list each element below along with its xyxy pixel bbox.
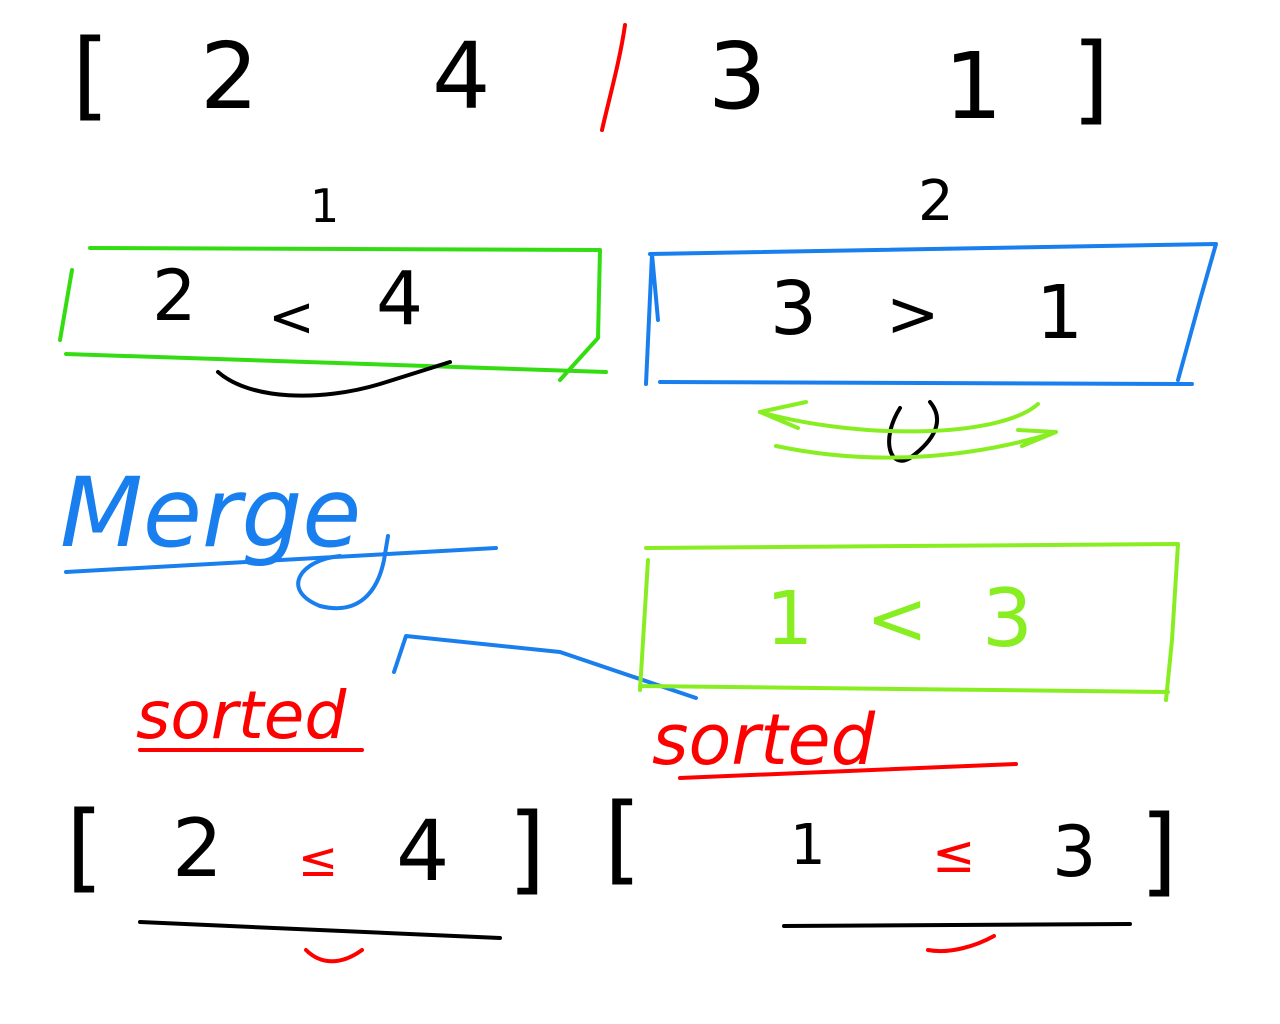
swap-arrows bbox=[758, 400, 1058, 460]
result-value: 1 bbox=[790, 813, 826, 878]
result-value: 2 bbox=[172, 802, 223, 895]
compare-operator: < bbox=[866, 576, 928, 662]
step-label-right: 2 bbox=[918, 169, 954, 234]
result-left-bracket: [ bbox=[604, 783, 641, 895]
result-right-bracket: ] bbox=[508, 793, 545, 905]
top-array-value: 3 bbox=[708, 23, 767, 130]
result-underline bbox=[782, 922, 1132, 928]
compare-value: 4 bbox=[376, 256, 423, 342]
no-swap-arc bbox=[216, 360, 452, 398]
top-array-value: 4 bbox=[432, 23, 491, 130]
merge-loop bbox=[296, 534, 390, 611]
merge-annotation: Merge bbox=[60, 457, 698, 700]
compare-operator: > bbox=[886, 278, 940, 352]
top-array: [ 2 4 3 1 ] bbox=[72, 19, 1109, 140]
sorted-underline-right bbox=[678, 762, 1018, 780]
result-left-bracket: [ bbox=[66, 791, 103, 903]
check-mark bbox=[304, 948, 364, 964]
swapped-compare-box: 1 < 3 bbox=[638, 542, 1180, 702]
compare-value: 1 bbox=[1036, 270, 1083, 356]
result-operator: ≤ bbox=[932, 825, 976, 885]
result-value: 4 bbox=[396, 802, 449, 900]
result-operator: ≤ bbox=[298, 832, 338, 888]
right-compare-box: 3 > 1 bbox=[644, 242, 1218, 463]
sorted-label-right: sorted bbox=[652, 699, 876, 781]
check-mark bbox=[926, 934, 996, 953]
merge-connector bbox=[392, 634, 698, 700]
result-value: 3 bbox=[1052, 811, 1097, 893]
left-compare-box: 2 < 4 bbox=[58, 246, 608, 398]
top-array-value: 2 bbox=[200, 23, 259, 130]
top-array-value: 1 bbox=[944, 33, 1003, 140]
compare-value: 2 bbox=[152, 255, 197, 337]
step-label-left: 1 bbox=[310, 179, 339, 233]
merge-label: Merge bbox=[60, 457, 361, 569]
compare-value: 3 bbox=[770, 266, 817, 352]
sorted-annotations: sorted sorted bbox=[136, 677, 1018, 781]
result-underline bbox=[138, 920, 502, 940]
compare-value: 3 bbox=[982, 572, 1033, 665]
top-array-left-bracket: [ bbox=[72, 19, 109, 131]
left-result-array: [ 2 ≤ 4 ] bbox=[66, 791, 545, 964]
compare-operator: < bbox=[268, 285, 315, 350]
top-array-right-bracket: ] bbox=[1072, 23, 1109, 135]
right-result-array: [ 1 ≤ 3 ] bbox=[604, 783, 1177, 953]
result-right-bracket: ] bbox=[1140, 795, 1177, 907]
sorted-label-left: sorted bbox=[136, 677, 347, 754]
merge-underline bbox=[64, 546, 498, 574]
compare-value: 1 bbox=[766, 576, 813, 662]
split-divider bbox=[600, 23, 627, 132]
